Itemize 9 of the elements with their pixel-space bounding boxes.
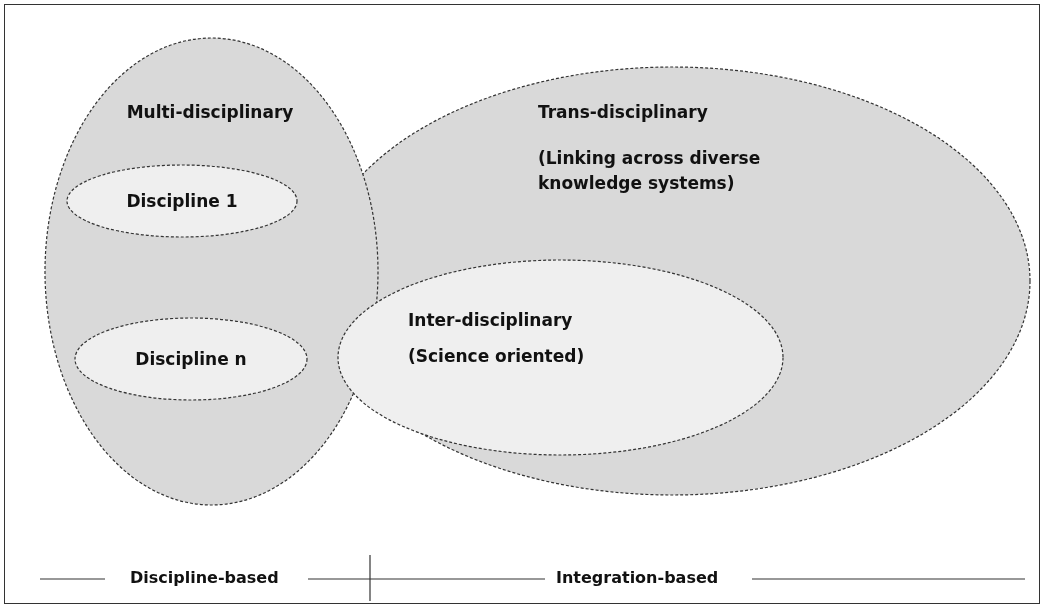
- ellipse-title: Inter-disciplinary: [408, 309, 574, 332]
- ellipse-title: Discipline 1: [125, 190, 239, 213]
- ellipse-subtitle: (Linking across diverse knowledge systems): [538, 147, 762, 195]
- scale-label: Integration-based: [556, 568, 719, 587]
- scale-label: Discipline-based: [130, 568, 279, 587]
- ellipse-subtitle: (Science oriented): [408, 345, 586, 368]
- ellipse-title: Trans-disciplinary: [538, 101, 709, 124]
- ellipse-title: Multi-disciplinary: [125, 101, 295, 124]
- ellipse-title: Discipline n: [134, 348, 248, 371]
